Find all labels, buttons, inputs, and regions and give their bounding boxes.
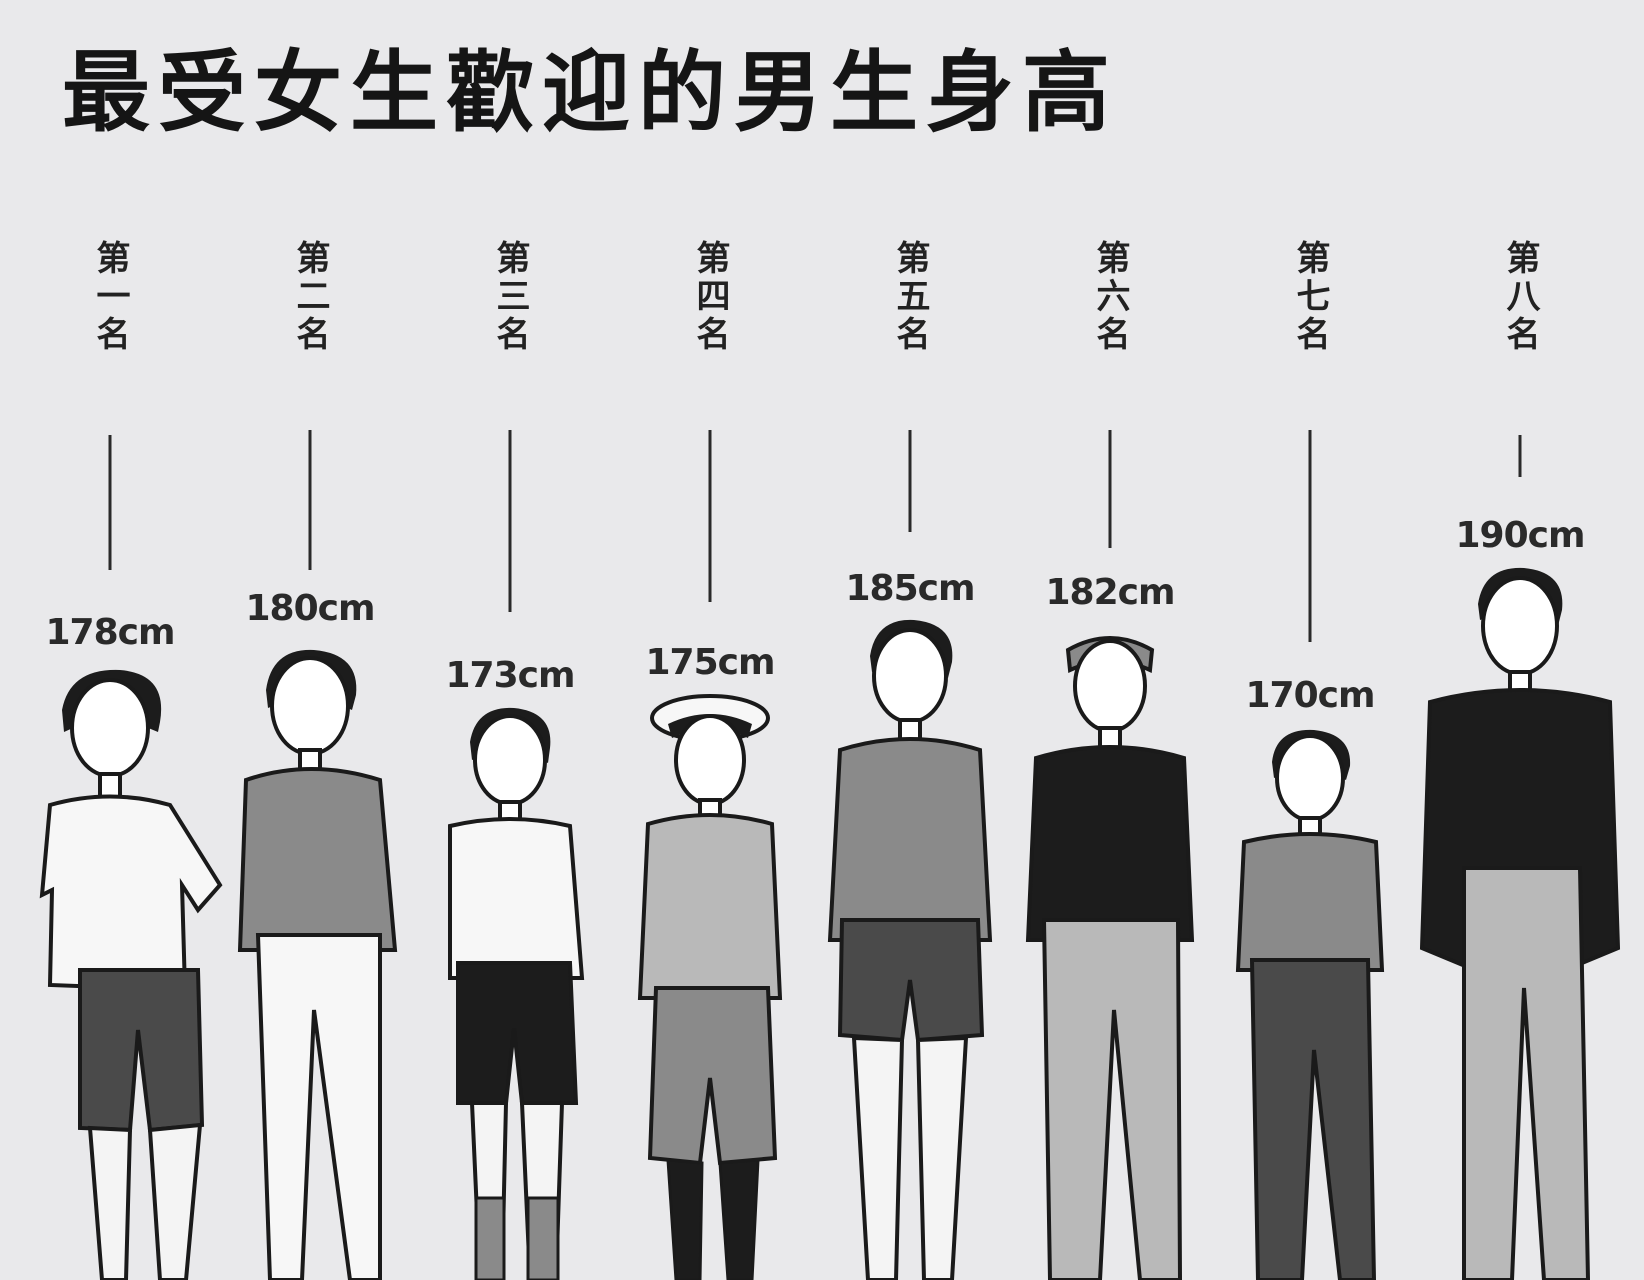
ranking-figure-6: 第六名 182cm: [1010, 0, 1210, 1280]
ranking-figure-4: 第四名 175cm: [610, 0, 810, 1280]
height-label: 180cm: [245, 588, 376, 629]
pointer-line: [308, 430, 312, 570]
person-illustration: [237, 649, 398, 1280]
ranking-figure-2: 第二名 180cm: [210, 0, 410, 1280]
pointer-line: [908, 430, 912, 532]
pointer-line: [108, 435, 112, 570]
height-label: 190cm: [1455, 515, 1586, 556]
height-label: 182cm: [1045, 572, 1176, 613]
page-title: 最受女生歡迎的男生身高: [62, 41, 1119, 144]
pointer-line: [708, 430, 712, 602]
pointer-line: [1518, 435, 1522, 477]
rank-label: 第四名: [690, 240, 730, 354]
pointer-line: [1108, 430, 1112, 548]
rank-label: 第三名: [490, 240, 530, 354]
person-illustration: [448, 707, 585, 1280]
ranking-figure-1: 第一名 178cm: [10, 0, 223, 1280]
ranking-figure-5: 第五名 185cm: [810, 0, 1010, 1280]
person-illustration: [637, 694, 783, 1280]
height-label: 178cm: [45, 612, 176, 653]
rank-label: 第六名: [1090, 240, 1130, 354]
height-label: 175cm: [645, 642, 776, 683]
person-illustration: [1025, 636, 1195, 1280]
rank-label: 第一名: [90, 240, 130, 354]
ranking-figure-7: 第七名 170cm: [1210, 0, 1410, 1280]
pointer-line: [1308, 430, 1312, 642]
rank-label: 第五名: [890, 240, 930, 354]
ranking-figure-8: 第八名 190cm: [1419, 0, 1621, 1280]
rank-label: 第八名: [1500, 240, 1540, 354]
height-label: 185cm: [845, 568, 976, 609]
rank-label: 第七名: [1290, 240, 1330, 354]
height-label: 170cm: [1245, 675, 1376, 716]
person-illustration: [1419, 567, 1621, 1280]
person-illustration: [1235, 729, 1385, 1280]
height-label: 173cm: [445, 655, 576, 696]
pointer-line: [508, 430, 512, 612]
person-illustration: [39, 669, 223, 1280]
rank-label: 第二名: [290, 240, 330, 354]
person-illustration: [827, 619, 993, 1280]
ranking-figure-3: 第三名 173cm: [410, 0, 610, 1280]
